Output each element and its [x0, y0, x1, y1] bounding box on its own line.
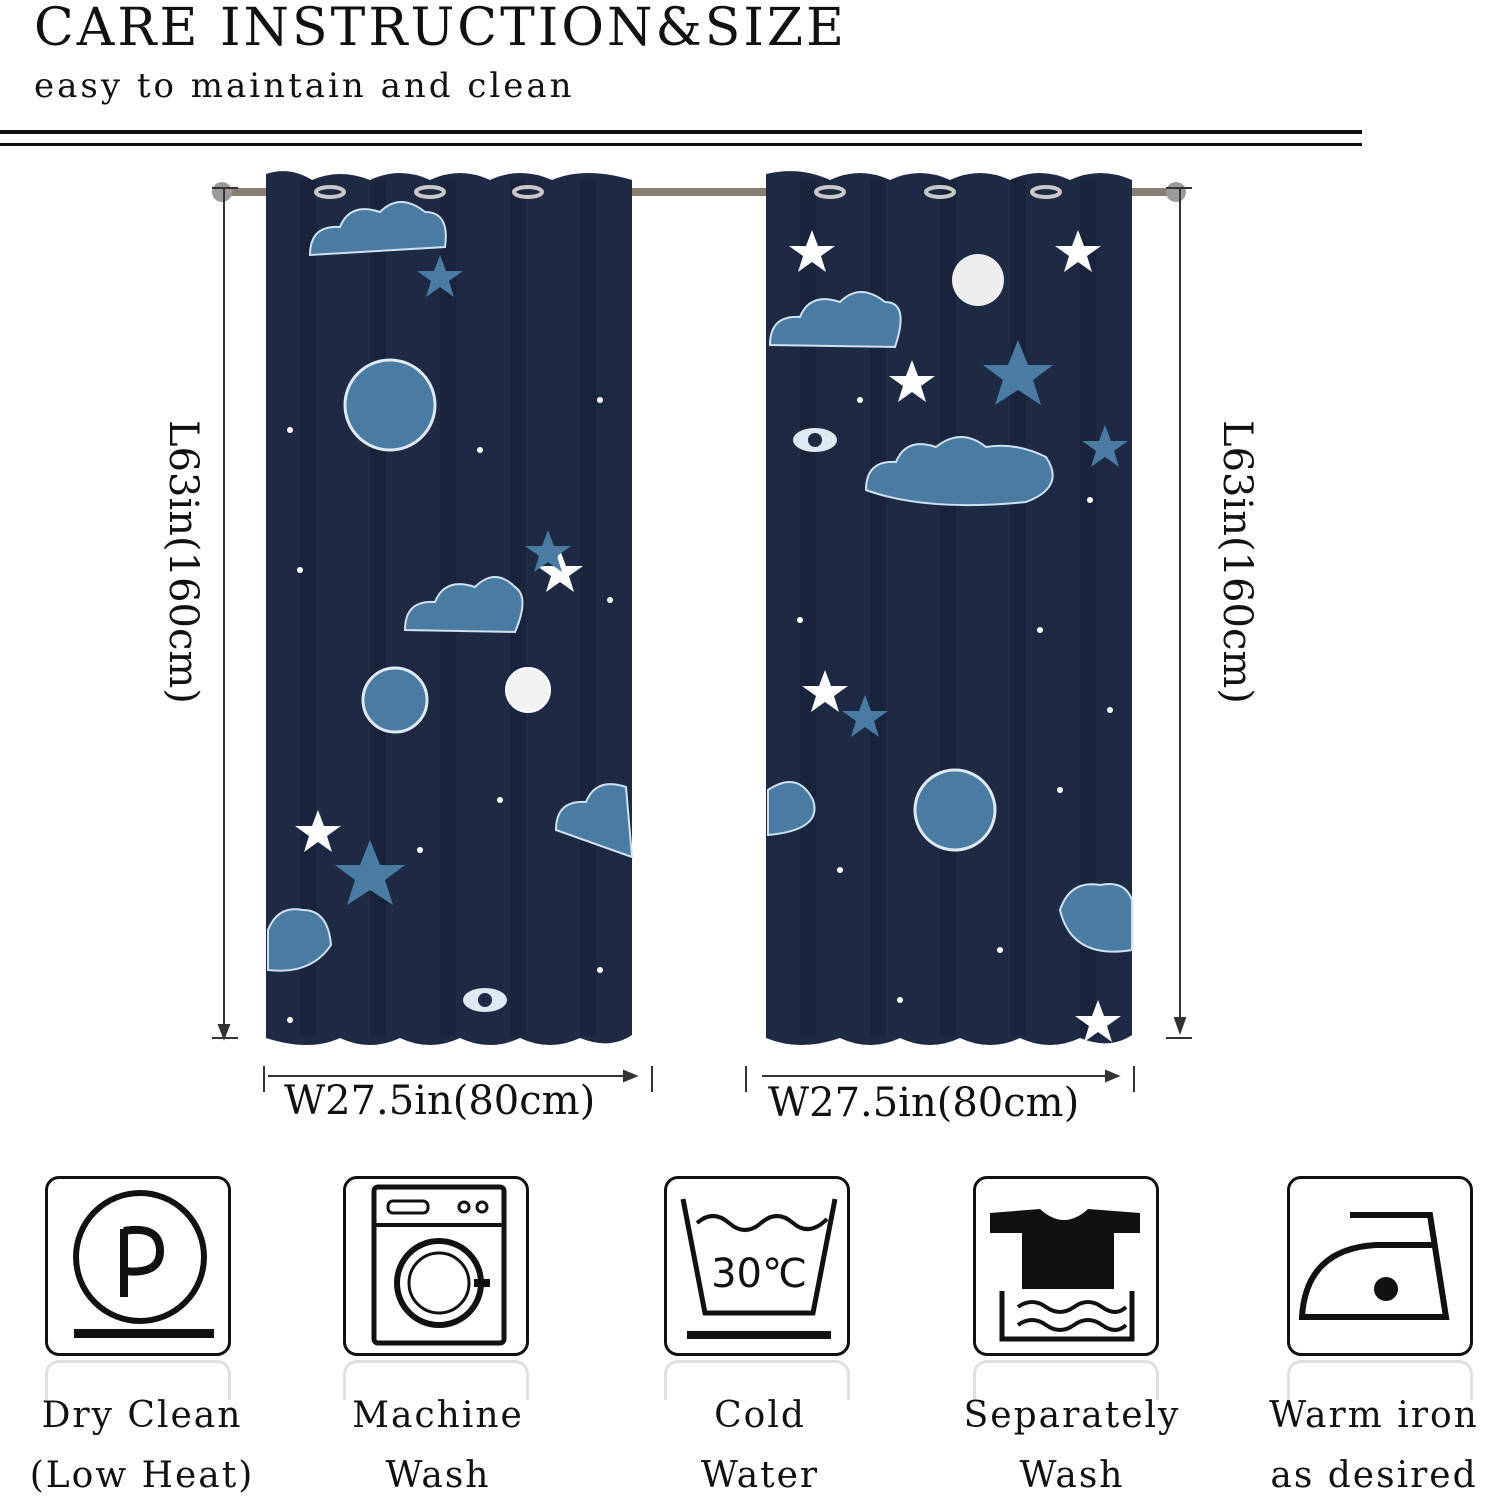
rod-end-right — [1166, 182, 1186, 202]
warm-iron-icon — [1298, 1212, 1450, 1320]
care-label-line1: Cold — [714, 1395, 806, 1436]
curtain-rod — [222, 188, 1182, 196]
care-label-warm-iron: Warm iron as desired — [1254, 1386, 1494, 1506]
care-box-cold-water: 30℃ — [664, 1176, 850, 1356]
care-label-dry-clean: Dry Clean (Low Heat) — [22, 1386, 262, 1506]
care-label-line1: Machine — [352, 1395, 524, 1436]
care-label-line1: Warm iron — [1269, 1395, 1479, 1436]
width-label-left: W27.5in(80cm) — [284, 1078, 596, 1124]
machine-wash-icon — [371, 1184, 507, 1346]
length-label-right: L63in(160cm) — [1214, 420, 1260, 704]
care-box-dry-clean — [45, 1176, 231, 1356]
reflection-4 — [973, 1360, 1159, 1400]
tiny-stars — [287, 397, 1113, 1023]
divider-thick — [0, 130, 1362, 134]
care-label-line2: Wash — [385, 1455, 491, 1496]
page-title: CARE INSTRUCTION&SIZE — [34, 0, 847, 58]
care-box-machine-wash — [343, 1176, 529, 1356]
care-label-line2: Water — [700, 1455, 820, 1496]
star-motifs — [295, 230, 1121, 1042]
reflection-3 — [664, 1360, 850, 1400]
temperature-label: 30℃ — [711, 1251, 807, 1297]
care-box-separately-wash — [973, 1176, 1159, 1356]
reflection-1 — [45, 1360, 231, 1400]
rod-end-left — [212, 182, 232, 202]
dimension-lines — [212, 187, 1192, 1092]
curtain-illustration — [212, 171, 1192, 1092]
care-label-line2: as desired — [1270, 1455, 1478, 1496]
care-label-line2: (Low Heat) — [29, 1455, 255, 1496]
care-label-line1: Separately — [963, 1395, 1181, 1436]
separately-wash-icon — [990, 1209, 1140, 1342]
width-label-right: W27.5in(80cm) — [768, 1080, 1080, 1126]
length-label-left: L63in(160cm) — [160, 420, 206, 704]
star-motifs-blue — [335, 255, 1128, 905]
reflection-2 — [343, 1360, 529, 1400]
care-label-separately-wash: Separately Wash — [952, 1386, 1192, 1506]
cold-water-icon: 30℃ — [680, 1198, 838, 1339]
grommets — [314, 185, 1062, 199]
care-label-line2: Wash — [1019, 1455, 1125, 1496]
reflection-5 — [1287, 1360, 1473, 1400]
pleat-shading — [300, 180, 1096, 1036]
care-label-line1: Dry Clean — [41, 1395, 243, 1436]
celestial-bodies — [325, 254, 1004, 1012]
care-label-cold-water: Cold Water — [640, 1386, 880, 1506]
care-box-warm-iron — [1287, 1176, 1473, 1356]
care-label-machine-wash: Machine Wash — [318, 1386, 558, 1506]
cloud-motifs — [267, 201, 1133, 972]
page-subtitle: easy to maintain and clean — [34, 66, 575, 106]
dry-clean-icon — [73, 1190, 214, 1338]
divider-thin — [0, 143, 1362, 146]
